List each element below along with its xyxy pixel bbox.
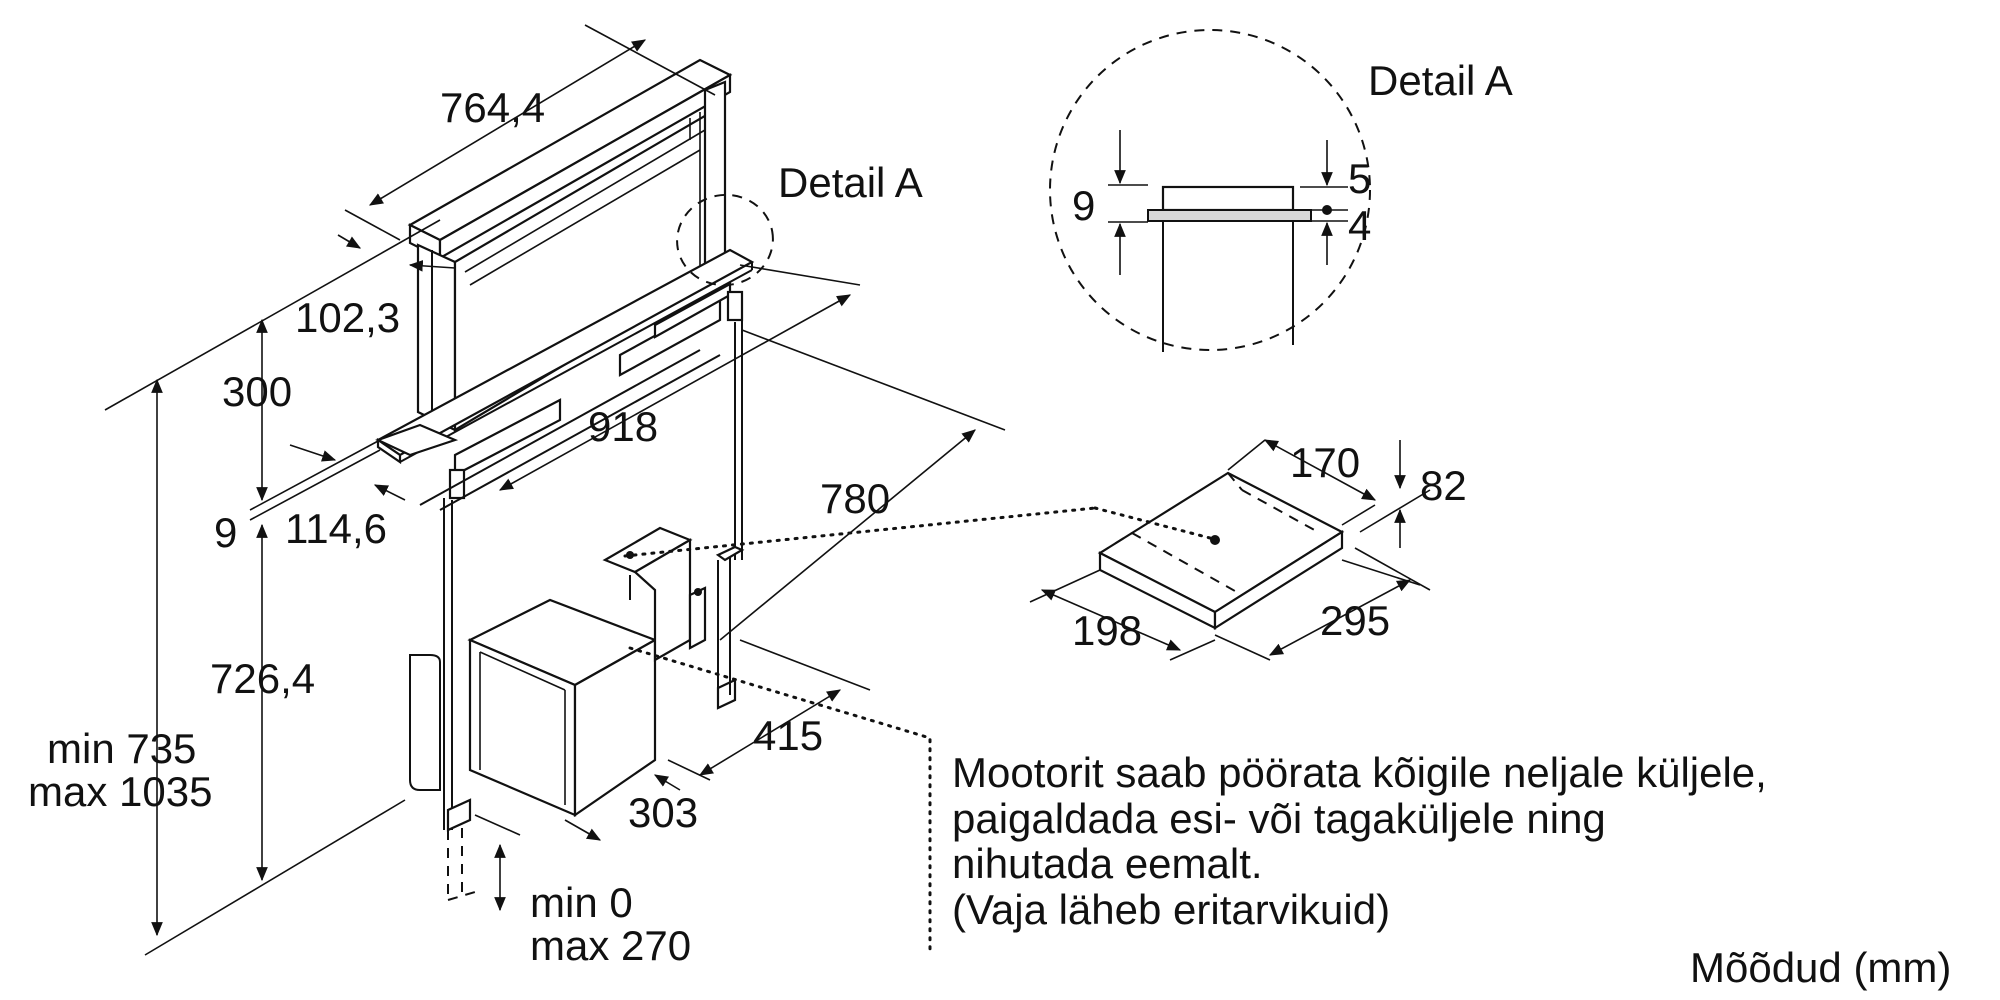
dim-min-0: min 0: [530, 879, 633, 926]
detail-a-view: Detail A 9 5 4: [1049, 29, 1513, 352]
motor-dim-170: 170: [1290, 439, 1360, 486]
dim-303: 303: [628, 789, 698, 836]
dim-114-6: 114,6: [285, 505, 387, 552]
dim-102-3: 102,3: [295, 294, 400, 341]
motor-dim-295: 295: [1320, 597, 1390, 644]
motor-note: Mootorit saab pöörata kõigile neljale kü…: [952, 749, 1767, 933]
motor-dim-82: 82: [1420, 462, 1467, 509]
note-line-4: (Vaja läheb eritarvikuid): [952, 886, 1390, 933]
detail-a-label: Detail A: [778, 159, 923, 206]
dim-300: 300: [222, 368, 292, 415]
detail-a-title: Detail A: [1368, 57, 1513, 104]
dimension-labels: 764,4 Detail A 102,3 300 918 780 9 114,6…: [28, 84, 923, 969]
dim-min-735: min 735: [47, 725, 196, 772]
dim-415: 415: [753, 712, 823, 759]
dim-9: 9: [214, 509, 237, 556]
detail-dim-5: 5: [1348, 155, 1371, 202]
note-line-2: paigaldada esi- või tagaküljele ning: [952, 795, 1606, 842]
downdraft-hood-drawing: [375, 58, 774, 901]
detail-dim-9: 9: [1072, 182, 1095, 229]
dimension-lines: [104, 24, 1006, 956]
motor-dim-198: 198: [1072, 607, 1142, 654]
dim-764-4: 764,4: [440, 84, 545, 131]
dim-max-1035: max 1035: [28, 768, 212, 815]
note-line-1: Mootorit saab pöörata kõigile neljale kü…: [952, 749, 1767, 796]
units-label: Mõõdud (mm): [1690, 944, 1951, 991]
dim-max-270: max 270: [530, 922, 691, 969]
detail-dim-4: 4: [1348, 202, 1371, 249]
dim-726-4: 726,4: [210, 655, 315, 702]
note-line-3: nihutada eemalt.: [952, 840, 1263, 887]
dim-780: 780: [820, 475, 890, 522]
motor-module-drawing: 170 82 198 295: [623, 439, 1467, 957]
dim-918: 918: [588, 403, 658, 450]
